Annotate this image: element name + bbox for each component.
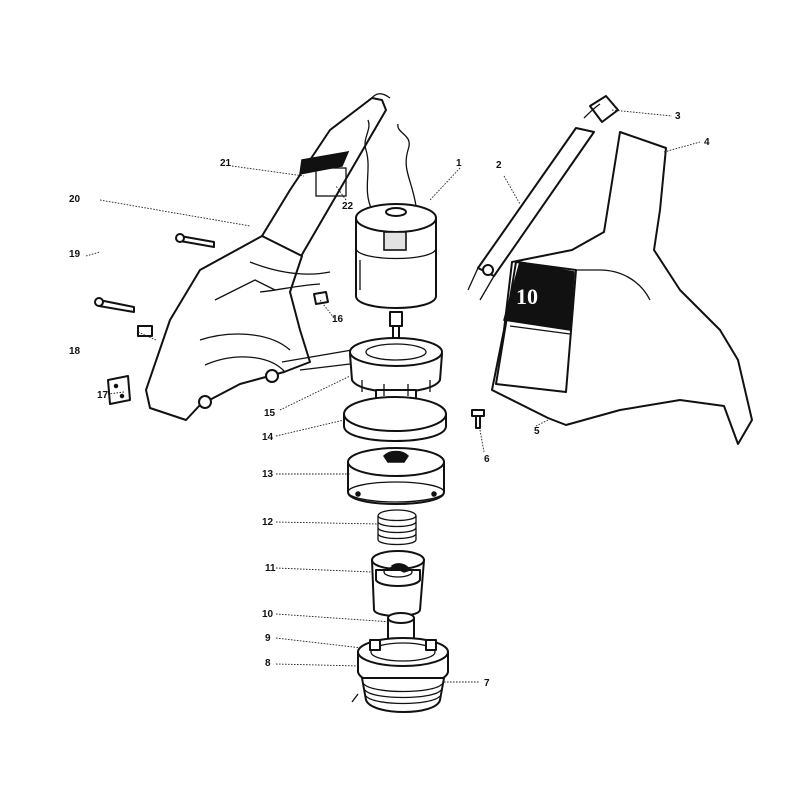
housing-screws [94, 233, 215, 313]
callout-18: 18 [69, 346, 81, 357]
callout-11: 11 [265, 563, 276, 574]
callout-labels: 1 2 3 4 5 6 7 8 9 10 11 12 13 14 15 16 1… [69, 111, 710, 689]
callout-9: 9 [265, 633, 271, 644]
motor [355, 119, 437, 351]
callout-6: 6 [484, 454, 490, 465]
callout-4: 4 [704, 137, 710, 148]
callout-15: 15 [264, 408, 276, 419]
callout-20: 20 [69, 194, 81, 205]
spool-retainer [351, 637, 449, 713]
spring [377, 509, 417, 546]
callout-10: 10 [262, 609, 274, 620]
leader-lines [85, 109, 701, 683]
callout-22: 22 [342, 201, 354, 212]
callout-21: 21 [220, 158, 232, 169]
callout-16: 16 [332, 314, 344, 325]
callout-12: 12 [262, 517, 274, 528]
decal-label: 10 [516, 284, 538, 309]
callout-3: 3 [675, 111, 681, 122]
guard-disc [343, 396, 447, 442]
callout-1: 1 [456, 158, 462, 169]
small-parts [107, 291, 329, 405]
left-housing-half [145, 93, 391, 421]
callout-8: 8 [265, 658, 271, 669]
callout-19: 19 [69, 249, 81, 260]
handle-tube [467, 95, 619, 301]
callout-17: 17 [97, 390, 109, 401]
callout-7: 7 [484, 678, 490, 689]
spool-housing [347, 447, 445, 505]
right-housing-half: 10 [491, 131, 753, 445]
fan-hub [349, 337, 443, 407]
screw-6 [471, 409, 485, 429]
callout-5: 5 [534, 426, 540, 437]
callout-2: 2 [496, 160, 502, 171]
callout-14: 14 [262, 432, 274, 443]
callout-13: 13 [262, 469, 274, 480]
spool [371, 550, 425, 617]
